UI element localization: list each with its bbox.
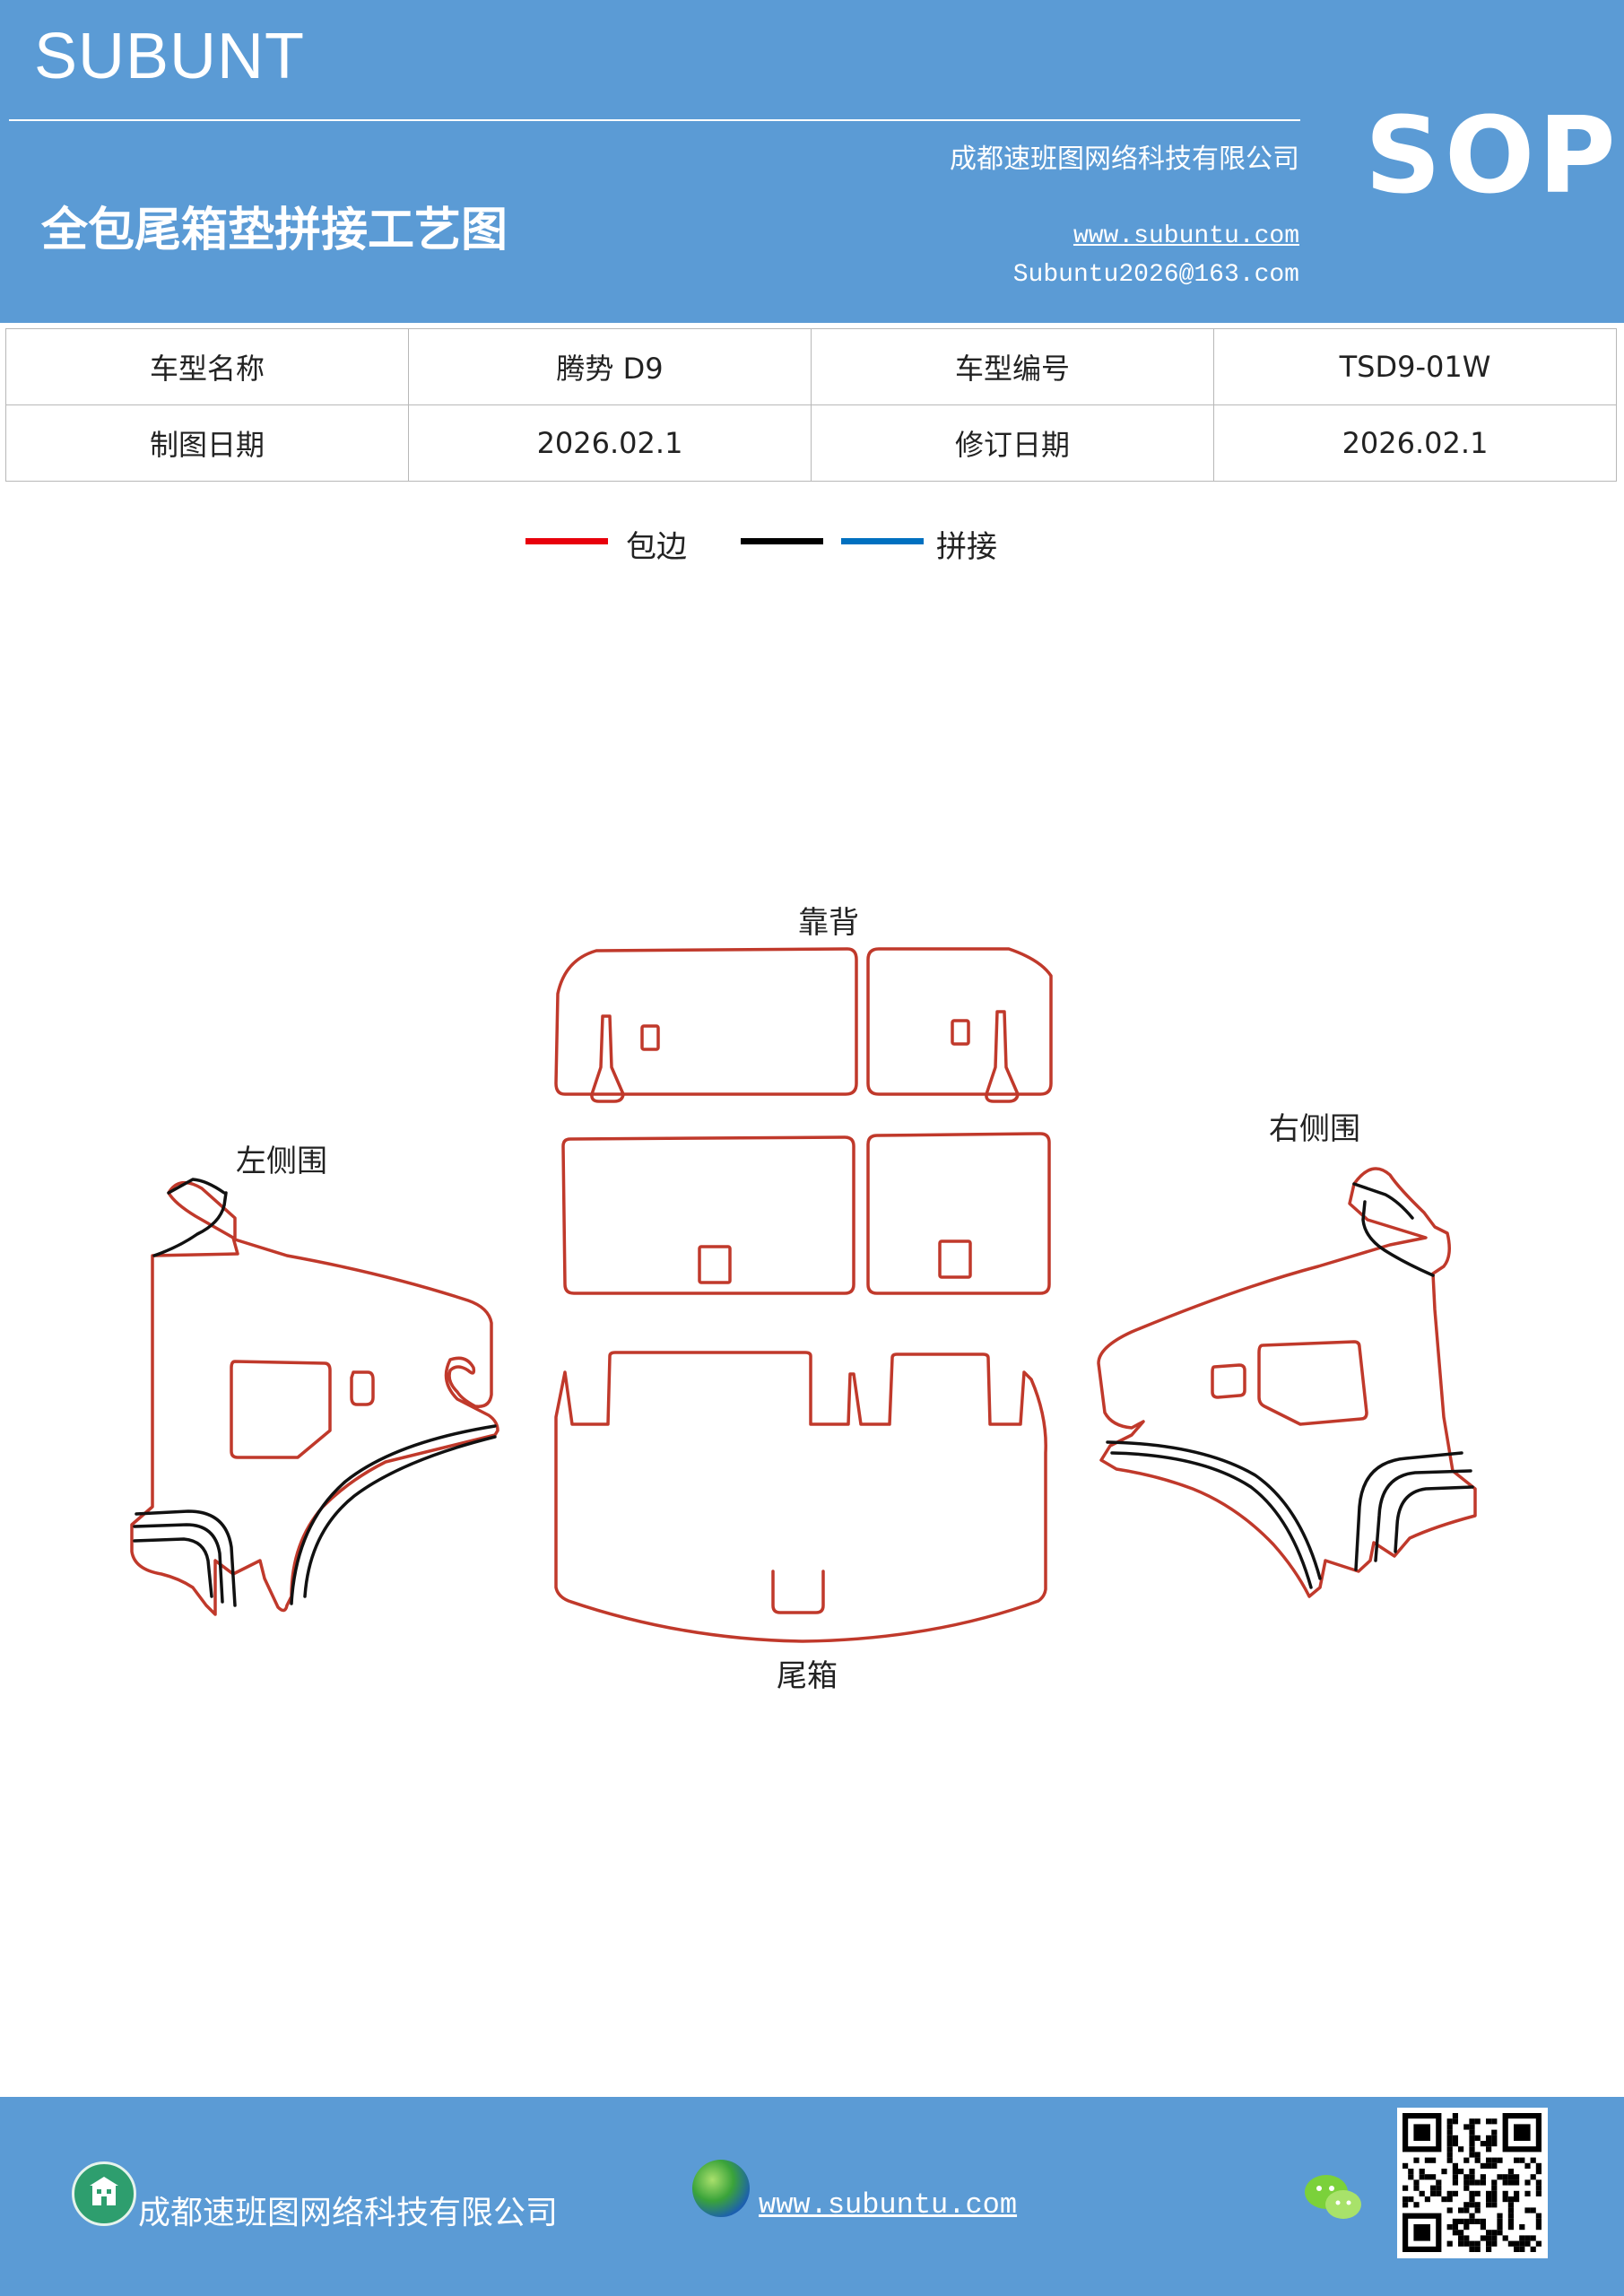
- wechat-icon[interactable]: [1302, 2170, 1365, 2224]
- backrest-panel-bottom-right: [866, 1132, 1051, 1295]
- right-side-panel: [1097, 1167, 1477, 1598]
- building-icon: [72, 2161, 136, 2226]
- left-seam-arc: [133, 1523, 224, 1604]
- vehicle-info-table: 车型名称 腾势 D9 车型编号 TSD9-01W 制图日期 2026.02.1 …: [5, 328, 1617, 482]
- right-side-hole: [1211, 1363, 1246, 1399]
- footer-banner: 成都速班图网络科技有限公司 www.subuntu.com: [0, 2097, 1624, 2296]
- header-divider: [9, 119, 1300, 121]
- table-cell: TSD9-01W: [1213, 328, 1617, 405]
- mat-diagram-svg: 靠背 左侧围 右侧围 尾箱: [130, 905, 1477, 1694]
- legend-swatch-seam-blue: [841, 538, 924, 544]
- label-backrest: 靠背: [798, 905, 859, 941]
- mat-diagram: 靠背 左侧围 右侧围 尾箱: [0, 879, 1624, 1722]
- backrest-anchor-cutout: [938, 1239, 972, 1279]
- table-cell: 腾势 D9: [408, 328, 812, 405]
- left-seam-arc: [133, 1537, 213, 1598]
- footer-company: 成都速班图网络科技有限公司: [138, 2195, 559, 2231]
- backrest-anchor-cutout: [698, 1245, 732, 1284]
- backrest-latch-hole: [640, 1024, 660, 1051]
- trunk-handle-notch: [771, 1570, 825, 1614]
- backrest-latch-slot: [590, 1014, 625, 1103]
- backrest-panel-top-left: [554, 947, 858, 1096]
- table-row: 车型名称 腾势 D9 车型编号 TSD9-01W: [5, 328, 1617, 405]
- legend-label-seam: 拼接: [936, 529, 997, 565]
- table-row: 制图日期 2026.02.1 修订日期 2026.02.1: [5, 404, 1617, 482]
- footer-website-link[interactable]: www.subuntu.com: [759, 2188, 1018, 2222]
- company-name: 成都速班图网络科技有限公司: [950, 144, 1299, 175]
- contact-email: Subuntu2026@163.com: [1012, 261, 1299, 289]
- trunk-floor-panel: [554, 1351, 1047, 1643]
- left-side-hole: [350, 1370, 375, 1406]
- left-side-cutout: [230, 1360, 332, 1459]
- label-left-side: 左侧围: [236, 1144, 327, 1179]
- right-seam-arc: [1394, 1485, 1474, 1553]
- backrest-latch-hole: [951, 1019, 970, 1046]
- right-seam-arc: [1354, 1451, 1463, 1571]
- left-seam-arc: [135, 1509, 237, 1607]
- label-right-side: 右侧围: [1269, 1111, 1360, 1147]
- table-cell: 制图日期: [5, 404, 409, 482]
- brand-name: SUBUNT: [34, 21, 306, 92]
- table-cell: 2026.02.1: [1213, 404, 1617, 482]
- header-banner: SUBUNT 成都速班图网络科技有限公司 全包尾箱垫拼接工艺图 www.subu…: [0, 0, 1624, 323]
- right-seam-arc: [1106, 1440, 1322, 1580]
- left-seam-arc: [303, 1435, 497, 1598]
- backrest-panel-bottom-left: [561, 1135, 855, 1295]
- left-seam-arc: [290, 1424, 497, 1605]
- document-title: 全包尾箱垫拼接工艺图: [41, 203, 508, 257]
- legend-swatch-edge: [525, 538, 608, 544]
- sop-badge: SOP: [1365, 93, 1620, 217]
- right-seam-arc: [1110, 1451, 1313, 1589]
- website-link[interactable]: www.subuntu.com: [1073, 222, 1299, 250]
- table-cell: 车型编号: [811, 328, 1214, 405]
- legend-label-edge: 包边: [626, 529, 687, 565]
- line-legend: 包边 拼接: [0, 522, 1624, 576]
- right-side-cutout: [1257, 1340, 1368, 1426]
- left-seam-corner: [152, 1191, 228, 1257]
- label-trunk: 尾箱: [777, 1658, 838, 1694]
- table-cell: 修订日期: [811, 404, 1214, 482]
- table-cell: 2026.02.1: [408, 404, 812, 482]
- left-seam-corner: [167, 1178, 226, 1195]
- right-seam-corner: [1352, 1182, 1414, 1220]
- qr-code[interactable]: [1397, 2108, 1548, 2258]
- backrest-latch-slot: [985, 1010, 1020, 1103]
- globe-icon: [692, 2160, 750, 2217]
- left-side-panel: [130, 1180, 499, 1616]
- table-cell: 车型名称: [5, 328, 409, 405]
- right-seam-corner: [1361, 1200, 1435, 1277]
- backrest-panel-top-right: [866, 947, 1053, 1096]
- right-seam-arc: [1374, 1469, 1472, 1562]
- legend-swatch-seam-black: [741, 538, 823, 544]
